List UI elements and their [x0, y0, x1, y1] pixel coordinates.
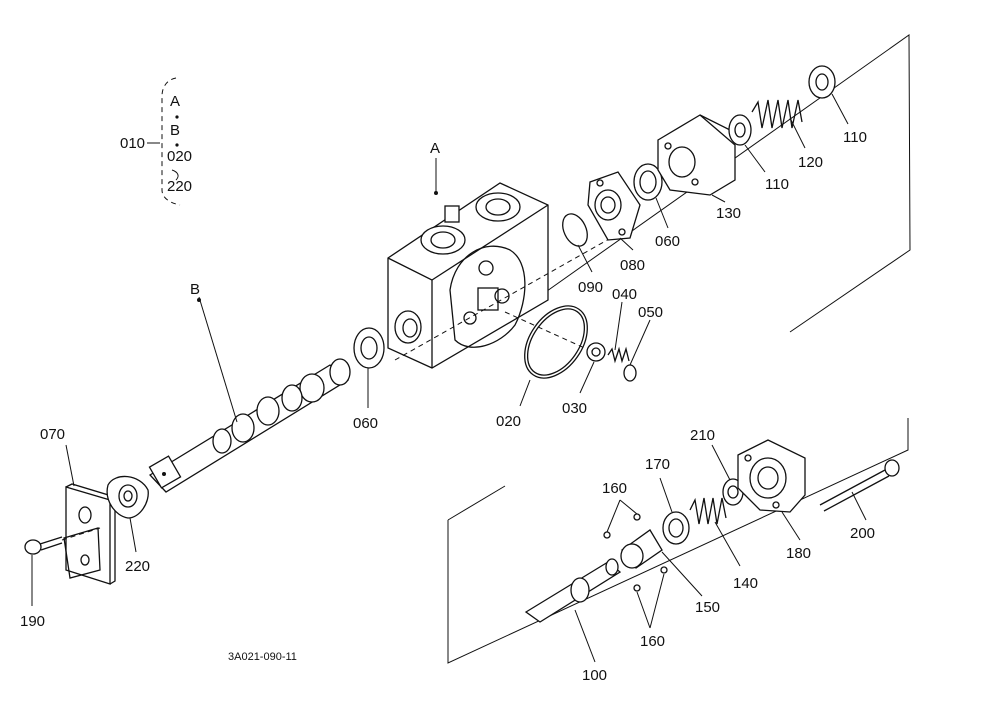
callout-190: 190 — [20, 613, 45, 630]
retainer-110-upper — [808, 65, 836, 99]
pins-160 — [603, 513, 668, 592]
seal-060-right — [633, 163, 663, 201]
callout-170: 170 — [645, 456, 670, 473]
flange-080 — [587, 171, 641, 241]
spool-shaft — [148, 358, 351, 493]
assembly-legend: A B 010 020 220 — [120, 77, 192, 206]
valve-body-housing — [387, 182, 549, 369]
legend-root-010: 010 — [120, 135, 145, 152]
callout-060-right: 060 — [655, 233, 680, 250]
callout-b: B — [190, 281, 200, 298]
gasket-220 — [106, 475, 149, 519]
callout-210: 210 — [690, 427, 715, 444]
callout-150: 150 — [695, 599, 720, 616]
callout-180: 180 — [786, 545, 811, 562]
callout-a: A — [430, 140, 440, 157]
callout-060-left: 060 — [353, 415, 378, 432]
spring-140 — [689, 497, 727, 525]
callout-090: 090 — [578, 279, 603, 296]
retainer-110-lower — [728, 114, 752, 146]
callout-030: 030 — [562, 400, 587, 417]
callout-160-lower: 160 — [640, 633, 665, 650]
leader-lines — [31, 93, 867, 663]
bolt-190 — [24, 527, 101, 555]
callout-070: 070 — [40, 426, 65, 443]
center-axis-upper — [394, 229, 626, 361]
callout-130: 130 — [716, 205, 741, 222]
valve-stem-100 — [524, 558, 622, 623]
ring-170 — [662, 511, 690, 545]
part-callouts: A B 060 070 220 190 020 030 040 050 090 … — [20, 129, 875, 684]
cap-housing-130 — [657, 114, 736, 196]
spring-120 — [751, 99, 803, 129]
callout-160-upper: 160 — [602, 480, 627, 497]
seat-150 — [620, 529, 663, 569]
spring-040 — [607, 346, 630, 364]
legend-item-220: 220 — [167, 178, 192, 195]
legend-item-a: A — [170, 93, 180, 110]
callout-040: 040 — [612, 286, 637, 303]
callout-200: 200 — [850, 525, 875, 542]
callout-140: 140 — [733, 575, 758, 592]
seal-060-left — [353, 327, 385, 369]
bolt-200 — [819, 459, 900, 512]
legend-item-b: B — [170, 122, 180, 139]
callout-120: 120 — [798, 154, 823, 171]
callout-050: 050 — [638, 304, 663, 321]
cover-plate-070 — [63, 483, 117, 585]
housing-180 — [737, 439, 806, 513]
cap-050 — [623, 364, 637, 382]
callout-080: 080 — [620, 257, 645, 274]
drawing-number: 3A021-090-11 — [228, 651, 297, 663]
callout-100: 100 — [582, 667, 607, 684]
callout-110-upper: 110 — [843, 129, 867, 146]
callout-220: 220 — [125, 558, 150, 575]
callout-110-lower: 110 — [765, 176, 789, 193]
o-ring-090 — [562, 213, 588, 247]
plug-030 — [586, 342, 606, 362]
legend-item-020: 020 — [167, 148, 192, 165]
frame-lower-right — [447, 418, 909, 664]
o-ring-020 — [524, 305, 588, 379]
callout-020: 020 — [496, 413, 521, 430]
